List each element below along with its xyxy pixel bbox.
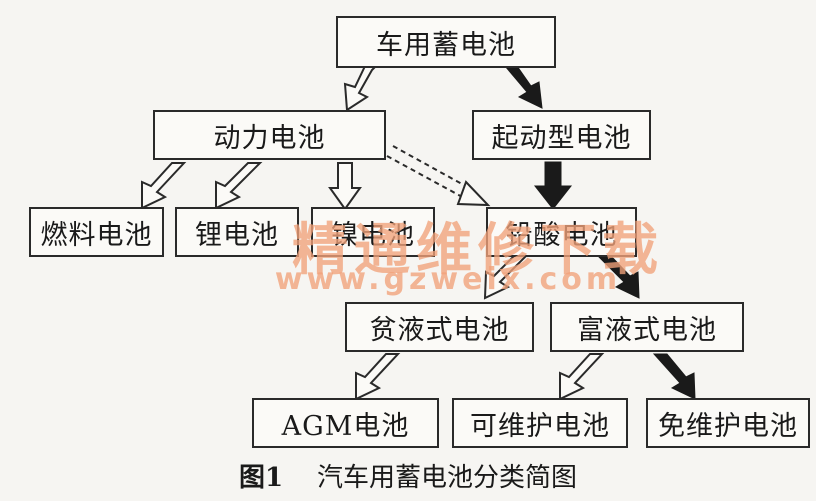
node-maintainable-battery: 可维护电池 [452, 398, 628, 448]
arrow-root-to-starter [503, 65, 543, 109]
node-lithium-battery: 锂电池 [175, 207, 299, 257]
arrow-power-to-lithium [215, 162, 263, 210]
arrow-leadacid-to-flooded [596, 255, 640, 299]
node-lean-electrolyte-battery: 贫液式电池 [345, 302, 534, 352]
node-lead-acid-battery: 铅酸电池 [486, 207, 637, 257]
node-fuel-cell: 燃料电池 [29, 207, 164, 257]
arrow-flooded-to-maintainable [559, 353, 605, 401]
arrow-flooded-to-maintfree [652, 353, 696, 400]
figure-caption: 图1 汽车用蓄电池分类简图 [0, 457, 816, 494]
figure-number: 图1 [238, 463, 284, 493]
node-nickel-battery: 镍电池 [311, 207, 435, 257]
arrow-leadacid-to-lean [483, 255, 529, 300]
arrow-power-to-fuel [141, 162, 187, 210]
node-agm-battery: AGM电池 [252, 398, 439, 448]
arrow-starter-to-leadacid [533, 161, 573, 210]
arrow-power-to-nickel [328, 162, 362, 211]
node-starter-battery: 起动型电池 [472, 110, 651, 160]
arrow-root-to-power [343, 63, 381, 112]
arrow-power-to-leadacid-dashed [386, 145, 491, 207]
figure-title: 汽车用蓄电池分类简图 [317, 463, 578, 493]
node-vehicle-battery: 车用蓄电池 [336, 16, 556, 68]
node-flooded-battery: 富液式电池 [550, 302, 744, 352]
node-power-battery: 动力电池 [153, 110, 386, 160]
node-maintenance-free-battery: 免维护电池 [646, 398, 810, 448]
arrow-lean-to-agm [355, 353, 401, 401]
